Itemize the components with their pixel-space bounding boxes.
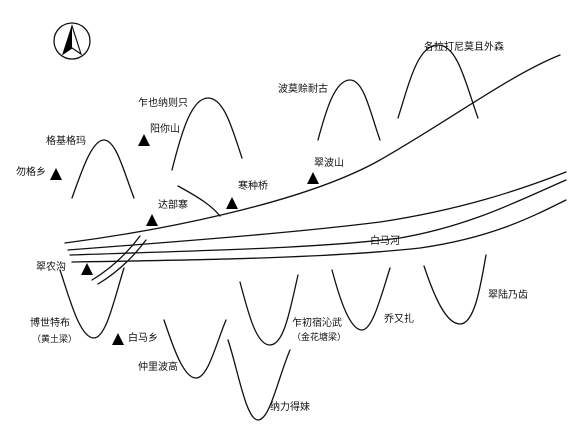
label-cuinong: 翠农沟 (36, 260, 66, 273)
label-gejige: 格基格玛 (46, 134, 86, 147)
peak-cuinong-icon (81, 263, 93, 275)
label-yangni: 阳你山 (150, 122, 180, 135)
label-hanzhong: 寒种桥 (238, 179, 268, 192)
range-zhongli (163, 319, 227, 379)
label-bomoshe: 波莫赊耐古 (278, 82, 328, 95)
river-north-bank (64, 54, 561, 244)
peak-yangni-icon (138, 134, 150, 146)
label-baima-river: 白马河 (370, 234, 400, 247)
label-wuge: 勿格乡 (16, 165, 46, 178)
range-boshi (59, 267, 125, 339)
road-to-yangni (177, 185, 221, 217)
river-lines (64, 54, 567, 285)
peak-dabu-icon (146, 214, 158, 226)
label-baima-town: 白马乡 (128, 331, 158, 344)
peak-hanzhong-icon (226, 197, 238, 209)
range-zhaye (171, 97, 243, 171)
range-gelada (397, 44, 479, 119)
range-gejige (71, 139, 135, 199)
label-zhachu: 乍初宿沁武 (292, 316, 342, 329)
peak-wuge-icon (50, 168, 62, 180)
north-arrow-icon (53, 22, 91, 60)
mountain-ranges (59, 44, 487, 421)
peak-baima-icon (112, 333, 124, 345)
label-qiaoyou: 乔又扎 (384, 312, 414, 325)
label-huangtu: （黄土梁） (32, 333, 77, 345)
range-bomoshe (317, 79, 381, 141)
label-zhaye: 乍也纳则只 (138, 96, 188, 109)
range-nali (227, 339, 291, 421)
label-dabu: 达部寨 (158, 198, 188, 211)
river-middle-lower (69, 179, 567, 256)
stream-branch-2 (97, 239, 147, 285)
label-boshi: 博世特布 (30, 316, 70, 329)
peak-markers (50, 134, 319, 345)
river-middle-upper (67, 171, 567, 251)
label-cuilu: 翠陆乃齿 (488, 288, 528, 301)
map-labels: 各拉打尼莫且外森 波莫赊耐古 乍也纳则只 阳你山 格基格玛 勿格乡 达部寨 寒种… (16, 40, 528, 413)
range-zhachu (239, 274, 299, 346)
range-cuilu (423, 254, 487, 325)
label-cuibo: 翠波山 (314, 156, 344, 169)
river-south-bank (71, 199, 567, 263)
label-jinhua: （金花塘梁） (292, 331, 346, 343)
peak-cuibo-icon (307, 172, 319, 184)
label-nali: 纳力得妹 (270, 400, 310, 413)
stream-branch (91, 235, 141, 281)
label-zhongli: 仲里波高 (138, 360, 178, 373)
range-qiaoyou (331, 267, 391, 331)
label-gelada: 各拉打尼莫且外森 (424, 40, 504, 53)
